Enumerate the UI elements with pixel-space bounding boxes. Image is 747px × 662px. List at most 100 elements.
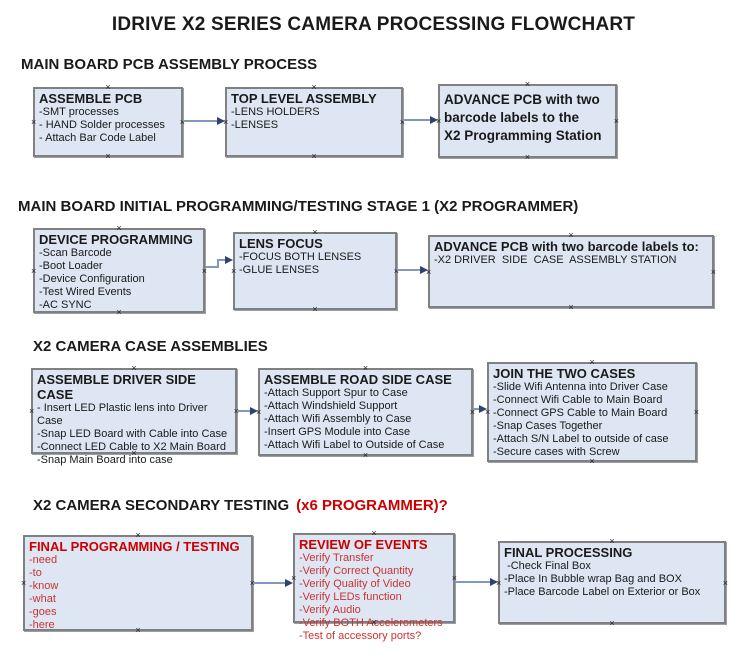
connection-handle: × [371,528,377,538]
page-title: IDRIVE X2 SERIES CAMERA PROCESSING FLOWC… [111,14,636,35]
box-item: -GLUE LENSES [239,264,320,276]
arrow-line [253,582,287,584]
connection-handle: × [613,116,619,126]
box-item: -Test of accessory ports? [299,630,422,642]
connection-handle: × [710,266,716,277]
arrow-head-icon [225,256,233,264]
box-advance-pcb-programming-station: ADVANCE PCB with two barcode labels to t… [436,80,619,162]
connection-handle: × [469,407,475,417]
box-item: -to [29,567,42,579]
box-item: -Place Barcode Label on Exterior or Box [504,586,701,598]
box-item: -Snap Cases Together [493,420,603,432]
box-title: JOIN THE TWO CASES [493,366,636,381]
box-title: ASSEMBLE ROAD SIDE CASE [264,372,452,387]
box-item: -Insert GPS Module into Case [264,426,411,438]
connection-handle: × [201,265,207,276]
arrow-head-icon [490,578,498,586]
connection-handle: × [135,625,141,635]
box-item: -Verify Audio [299,604,361,616]
box-title: TOP LEVEL ASSEMBLY [231,91,377,106]
box-title: FINAL PROCESSING [504,545,633,560]
box-item: -Check Final Box [504,560,591,572]
connection-handle: × [131,363,137,373]
arrow-head-icon [250,407,258,415]
box-item: -Slide Wifi Antenna into Driver Case [493,381,668,393]
arrow-head-icon [217,117,225,125]
box-item: -Attach Support Spur to Case [264,387,408,399]
arrow-line [205,266,219,268]
box-review-of-events: REVIEW OF EVENTS -Verify Transfer -Verif… [291,528,457,643]
section-heading-pcb-assembly: MAIN BOARD PCB ASSEMBLY PROCESS [21,56,318,73]
connection-handle: × [231,266,237,276]
box-item: -SMT processes [39,106,119,118]
connection-handle: × [393,266,399,276]
connection-handle: × [179,117,185,127]
box-join-the-two-cases: JOIN THE TWO CASES -Slide Wifi Antenna i… [485,358,699,466]
box-item: -Attach Wifi Assembly to Case [264,413,412,425]
box-item: -here [29,619,55,631]
connection-handle: × [371,617,377,627]
connection-handle: × [116,307,122,317]
box-lens-focus: LENS FOCUS -FOCUS BOTH LENSES -GLUE LENS… [231,228,399,314]
connection-handle: × [426,266,432,277]
section-heading-case-assemblies: X2 CAMERA CASE ASSEMBLIES [33,338,268,355]
section-heading-secondary-testing: X2 CAMERA SECONDARY TESTING(x6 PROGRAMME… [33,497,448,514]
connection-handle: × [21,578,27,588]
connection-handle: × [436,116,442,126]
box-item: -goes [29,606,57,618]
connection-handle: × [693,407,699,417]
box-item: -need [29,554,58,566]
connection-handle: × [116,223,122,233]
box-item: -Verify Transfer [299,552,374,564]
connection-handle: × [399,117,405,127]
box-title: FINAL PROGRAMMING / TESTING [29,539,240,554]
connector-arrow [473,404,487,414]
connection-handle: × [362,450,369,460]
connection-handle: × [589,456,595,466]
box-title: DEVICE PROGRAMMING [39,232,193,247]
connection-handle: × [451,573,457,583]
arrow-line [397,269,422,271]
box-title: ASSEMBLE PCB [39,91,143,106]
connection-handle: × [568,302,574,312]
box-item: -AC SYNC [39,299,92,311]
connection-handle: × [29,406,35,416]
arrow-head-icon [479,405,487,413]
box-item: -Test Wired Events [39,286,132,298]
box-title: LENS FOCUS [239,236,323,251]
box-item: -Snap Main Board into case [37,454,173,466]
arrow-head-icon [420,266,428,274]
connector-arrow [205,256,233,269]
section-heading-red: (x6 PROGRAMMER)? [296,497,448,514]
connector-arrow [397,265,428,275]
box-assemble-pcb: ASSEMBLE PCB -SMT processes - HAND Solde… [31,83,185,161]
connector-arrow [183,116,225,126]
connection-handle: × [362,363,369,373]
box-item: - Attach Bar Code Label [39,132,156,144]
box-assemble-road-side-case: ASSEMBLE ROAD SIDE CASE -Attach Support … [256,363,475,460]
box-final-programming-testing: FINAL PROGRAMMING / TESTING -need -to -k… [21,531,255,635]
connection-handle: × [311,82,317,92]
box-title: REVIEW OF EVENTS [299,537,428,552]
box-assemble-driver-side-case: ASSEMBLE DRIVER SIDE CASE - Insert LED P… [29,363,239,467]
box-advance-pcb-driver-side: ADVANCE PCB with two barcode labels to: … [426,230,716,312]
box-item: -Verify Correct Quantity [299,565,414,577]
connection-handle: × [609,536,615,546]
arrow-head-icon [430,116,438,124]
box-title: ASSEMBLE DRIVER SIDE CASE [37,372,196,402]
connection-handle: × [131,448,137,458]
connector-arrow [403,115,438,125]
box-item: -Attach Windshield Support [264,400,398,412]
connection-handle: × [568,230,574,240]
box-item: -Scan Barcode [39,247,112,259]
box-title: ADVANCE PCB with two barcode labels to t… [444,92,602,143]
box-item: -Place In Bubble wrap Bag and BOX [504,573,682,585]
box-item: -LENSES [231,119,279,131]
connection-handle: × [31,265,37,276]
connection-handle: × [31,117,37,127]
box-item: -Attach S/N Label to outside of case [493,433,669,445]
arrow-line [183,120,219,122]
box-item: -know [29,580,59,592]
box-item: -what [29,593,56,605]
box-item: -X2 DRIVER SIDE CASE ASSEMBLY STATION [434,254,677,266]
